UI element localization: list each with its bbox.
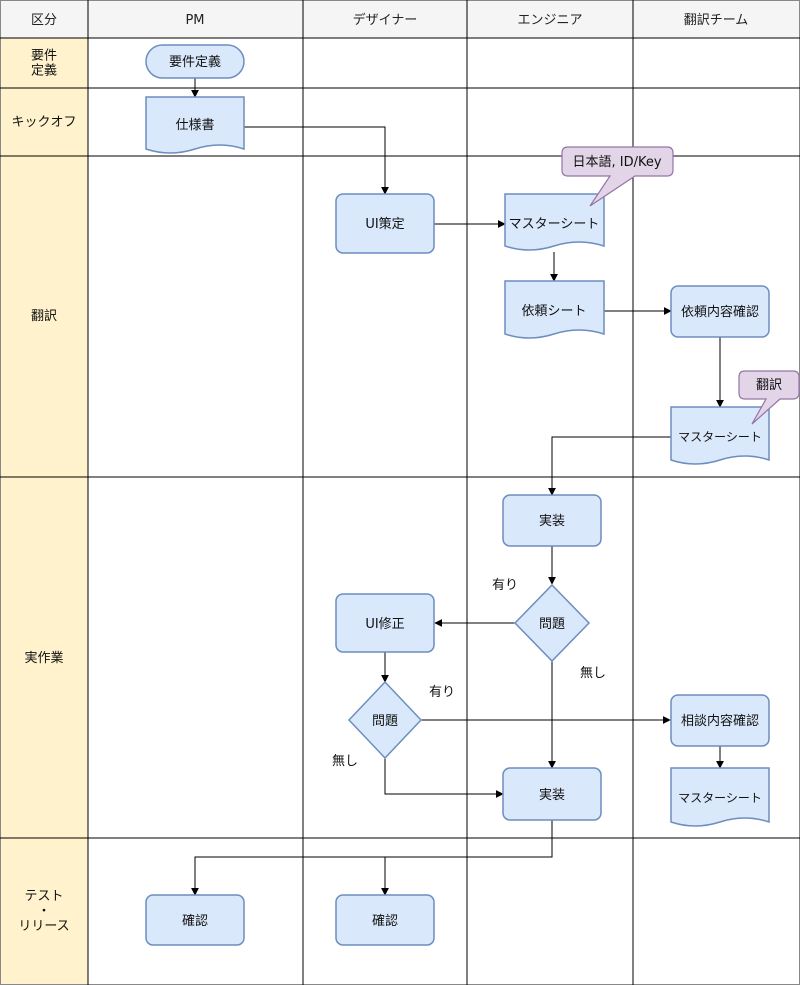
header-col-pm: PM (185, 13, 204, 28)
node-ui-sakutei-shape (335, 193, 435, 254)
lane-label-kickoff: キックオフ (11, 115, 76, 130)
node-jissou-1: 実装 (539, 513, 565, 529)
node-youken: 要件定義 (169, 54, 221, 70)
lane-label-line: テスト (24, 889, 63, 904)
note-lang-key: 日本語, ID/Key (572, 154, 661, 170)
node-master-sheet-1-shape (504, 193, 605, 251)
node-soudan-kakunin: 相談内容確認 (681, 713, 759, 729)
lane-label-line: リリース (18, 919, 69, 934)
edge-mondai2-jissou2 (384, 758, 504, 798)
node-master-sheet-1: マスターシート (509, 217, 600, 232)
node-mondai-1: 問題 (539, 617, 565, 632)
lane-label-line: 要件 (31, 49, 57, 64)
node-ui-sakutei: UI策定 (365, 216, 404, 232)
node-mondai-2: 問題 (372, 714, 398, 729)
node-youken-shape (145, 44, 245, 79)
node-mondai-1-shape (513, 583, 591, 663)
nodes (145, 44, 770, 946)
node-ui-shusei-shape (335, 593, 435, 653)
edge-jissou2-kakunin-pm (191, 820, 553, 896)
header-col-designer: デザイナー (353, 12, 418, 28)
node-master-sheet-3-shape (670, 767, 770, 827)
edge-label-nashi-2: 無し (332, 754, 358, 769)
node-kakunin-designer: 確認 (372, 913, 398, 929)
header-col-engineer: エンジニア (517, 13, 582, 28)
node-kakunin-pm: 確認 (182, 913, 208, 929)
edge-label-ari-1: 有り (492, 578, 518, 593)
header-corner: 区分 (31, 13, 57, 28)
lane-label-line: キックオフ (11, 115, 76, 130)
node-mondai-2-shape (347, 680, 423, 760)
note-honyaku: 翻訳 (756, 378, 782, 393)
lane-label-line: 定義 (31, 63, 57, 79)
node-jissou-2: 実装 (539, 787, 565, 803)
lane-column-bg (0, 38, 88, 985)
node-irai-kakunin-shape (670, 285, 770, 338)
lane-label-jissagyou: 実作業 (24, 650, 63, 666)
notes (561, 146, 800, 425)
node-ui-shusei: UI修正 (365, 617, 404, 632)
edges (191, 78, 724, 896)
node-irai-sheet-shape (504, 280, 605, 339)
lane-label-honyaku: 翻訳 (31, 309, 57, 324)
node-master-sheet-2-shape (670, 406, 770, 465)
node-shiyousho: 仕様書 (175, 118, 214, 133)
node-kakunin-pm-shape (145, 894, 245, 946)
note-lang-key-shape (561, 146, 674, 207)
edge-label-nashi-1: 無し (580, 666, 606, 681)
note-honyaku-shape (738, 370, 800, 425)
lane-label-line: 翻訳 (31, 309, 57, 324)
node-shiyousho-shape (145, 96, 245, 154)
node-master-sheet-3: マスターシート (678, 791, 762, 805)
node-irai-sheet: 依頼シート (521, 304, 586, 319)
node-soudan-kakunin-shape (670, 694, 770, 747)
lane-label-test-release: テスト・リリース (18, 889, 69, 934)
node-jissou-2-shape (502, 767, 602, 821)
node-master-sheet-2: マスターシート (678, 430, 762, 444)
lane-label-line: ・ (37, 904, 50, 919)
edge-shiyousho-ui (244, 126, 389, 195)
node-jissou-1-shape (502, 494, 602, 547)
header-row-bg (0, 0, 800, 38)
node-irai-kakunin: 依頼内容確認 (681, 304, 759, 320)
lane-label-youken: 要件定義 (31, 49, 57, 79)
lane-label-line: 実作業 (24, 650, 63, 666)
edge-label-ari-2: 有り (429, 685, 455, 700)
header-col-translation: 翻訳チーム (684, 13, 749, 28)
edge-master2-jissou (548, 436, 671, 496)
node-kakunin-designer-shape (335, 894, 435, 946)
